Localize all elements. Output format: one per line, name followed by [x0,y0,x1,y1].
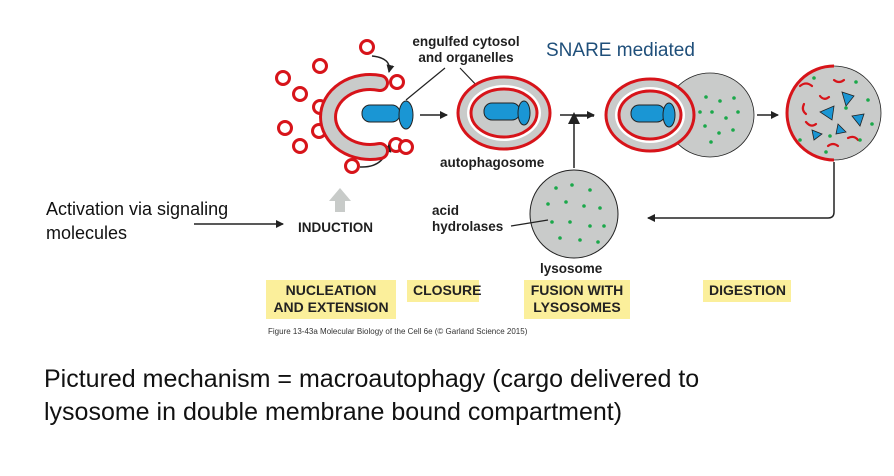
lysosome-label: lysosome [540,261,603,276]
hydrolases-leader [510,219,549,227]
caption: Pictured mechanism = macroautophagy (car… [44,365,700,426]
snare-label: SNARE mediated [546,40,695,61]
autophagosome [456,75,552,151]
stage-nucleation: NUCLEATION AND EXTENSION [266,280,396,319]
cargo-organelle [361,104,401,123]
lysosome-up-arrow-head [568,112,580,124]
induction-label: INDUCTION [298,220,373,235]
phagophore [319,73,389,161]
stage-digestion: DIGESTION [703,280,791,302]
engulfed-label: engulfed cytosol and organelles [412,34,520,65]
acid-hydrolases-label: acid hydrolases [432,203,504,234]
return-arrow [647,162,835,222]
activation-label: Activation via signaling molecules [46,199,229,243]
digestion-autolysosome [785,64,882,162]
induction-up-arrow [329,188,351,212]
lysosome [529,169,619,259]
stage-fusion: FUSION WITH LYSOSOMES [524,280,630,319]
autophagosome-label: autophagosome [440,155,545,170]
vesicle-arrow-top [371,55,395,73]
engulfed-leader-1 [405,67,446,101]
figure-credit: Figure 13-43a Molecular Biology of the C… [268,327,528,336]
fusion-autolysosome [604,72,755,158]
cargo-organelle-small [398,100,414,130]
stage-closure: CLOSURE [407,280,481,302]
